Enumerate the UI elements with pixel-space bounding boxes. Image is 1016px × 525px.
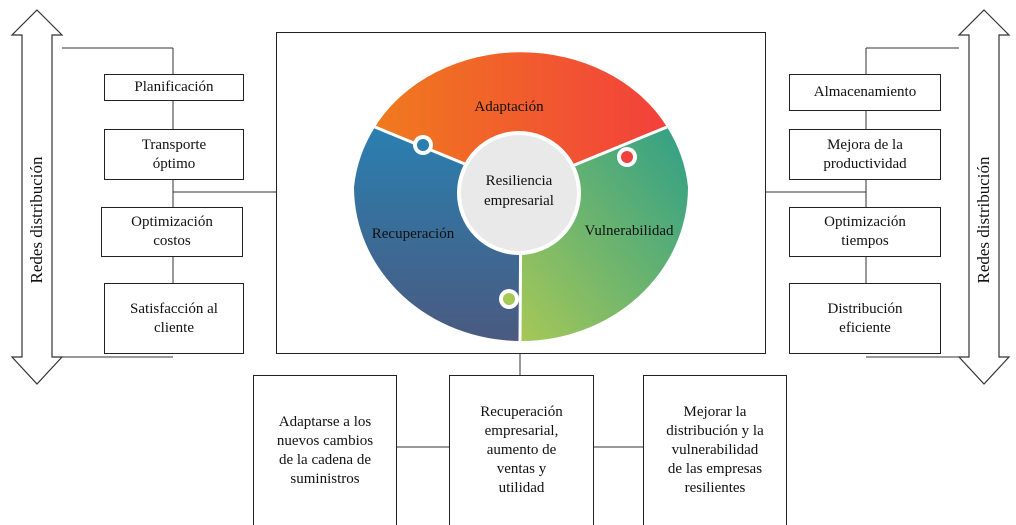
box-recuperacion-empresarial: Recuperación empresarial, aumento de ven… — [449, 375, 594, 525]
box-almacenamiento: Almacenamiento — [789, 74, 941, 111]
box-optimizacion-costos: Optimización costos — [101, 207, 243, 257]
box-mejora-productividad: Mejora de la productividad — [789, 129, 941, 180]
box-satisfaccion-cliente: Satisfacción al cliente — [104, 283, 244, 354]
box-adaptarse-cambios: Adaptarse a los nuevos cambios de la cad… — [253, 375, 397, 525]
box-planificacion: Planificación — [104, 74, 244, 101]
side-label-left: Redes distribución — [27, 156, 46, 284]
center-label-line-2: empresarial — [484, 193, 554, 209]
segment-adaptacion — [375, 52, 667, 187]
center-label-line1: Resiliencia empresarial — [484, 173, 554, 209]
box-optimizacion-tiempos: Optimización tiempos — [789, 207, 941, 257]
box-distribucion-eficiente: Distribución eficiente — [789, 283, 941, 354]
label-adaptacion: Adaptación — [474, 99, 544, 115]
right-double-arrow — [957, 9, 1011, 385]
label-vulnerabilidad: Vulnerabilidad — [584, 223, 674, 239]
center-circle — [457, 131, 581, 255]
left-double-arrow — [10, 9, 64, 385]
label-recuperacion: Recuperación — [372, 226, 455, 242]
box-transporte-optimo: Transporte óptimo — [104, 129, 244, 180]
box-mejorar-distribucion: Mejorar la distribución y la vulnerabili… — [643, 375, 787, 525]
resilience-wheel: Resiliencia empresarial Adaptación Recupe… — [353, 52, 688, 342]
center-frame: Resiliencia empresarial Adaptación Recupe… — [276, 32, 766, 354]
side-label-right: Redes distribución — [974, 156, 993, 284]
center-label-line-1: Resiliencia — [486, 173, 553, 189]
